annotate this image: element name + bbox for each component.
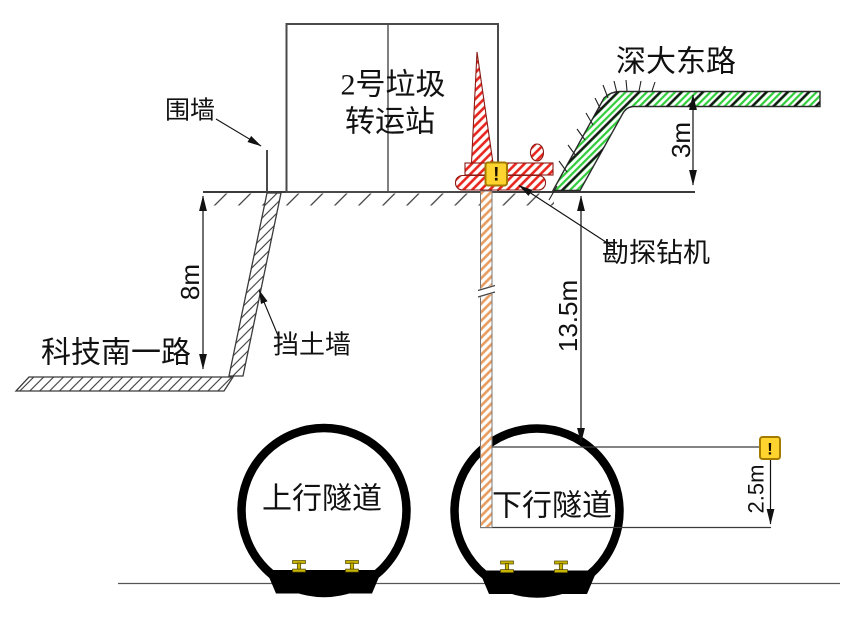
building-label-line1: 2号垃圾 [341, 69, 446, 102]
retaining-wall-leader-arrow [258, 289, 280, 339]
warning-exclamation: ! [493, 165, 499, 186]
keji-road-surface [14, 376, 235, 392]
grass-ticks [548, 79, 656, 201]
tunnel-down-label: 下行隧道 [492, 490, 612, 523]
tunnel-up-invert [266, 570, 382, 594]
drill-rig-leader-arrow [518, 185, 613, 247]
road-embankment-hatch [553, 91, 820, 191]
shenda-road [548, 79, 821, 201]
shenda-road-label: 深大东路 [616, 46, 736, 79]
dim-2-5m-label: 2.5m [744, 465, 769, 514]
warning-icon-rig: ! [484, 161, 508, 187]
building [285, 23, 499, 193]
dim-8m-label: 8m [175, 264, 205, 300]
borehole [477, 190, 496, 528]
tunnel-up [237, 423, 411, 598]
drill-rig-label: 勘探钻机 [602, 238, 710, 268]
building-outline [285, 23, 499, 193]
building-label-line2: 转运站 [345, 106, 435, 139]
borehole-break [477, 284, 496, 298]
warning-icon-depth: ! [759, 436, 781, 460]
tunnel-down [450, 424, 624, 598]
operator-head [529, 143, 545, 162]
retaining-wall-label: 挡土墙 [273, 331, 351, 360]
dim-3m-label: 3m [666, 122, 696, 158]
tunnel-down-invert [479, 570, 597, 594]
perimeter-wall-label: 围墙 [165, 97, 215, 125]
drill-platform [464, 162, 554, 176]
keji-road-label: 科技南一路 [41, 337, 191, 370]
retaining-wall [228, 192, 282, 377]
tunnel-up-label: 上行隧道 [262, 483, 382, 516]
warning-exclamation: ! [767, 440, 773, 459]
ground-hatch-ticks [207, 193, 554, 206]
perimeter-wall-leader-arrow [215, 118, 262, 147]
dim-13-5m-label: 13.5m [553, 280, 583, 352]
